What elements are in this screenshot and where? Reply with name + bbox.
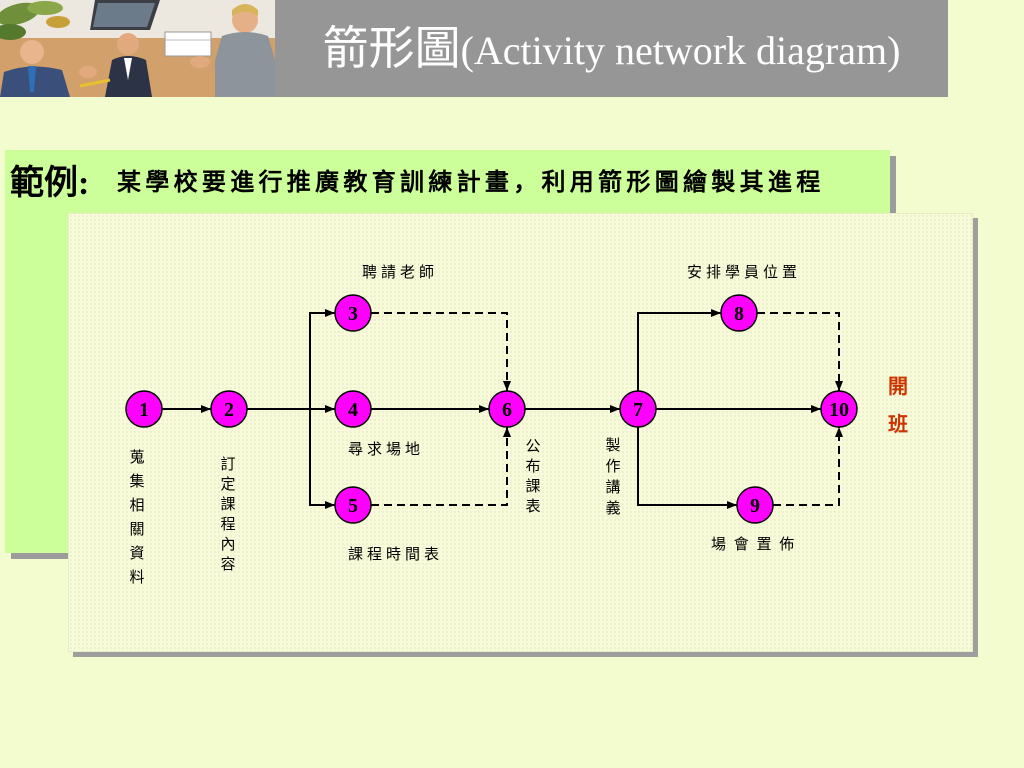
activity-label-find-venue: 尋求場地 [348,442,425,458]
activity-label-venue-setup: 場 會 置 佈 [711,537,797,553]
meeting-clipart [0,0,275,97]
envelope [164,31,212,57]
title-cjk: 箭形圖 [322,22,461,74]
activity-label-course-schedule: 課程時間表 [348,547,444,563]
slide-title: 箭形圖(Activity network diagram) [322,22,901,74]
activity-label-hire-teacher: 聘請老師 [362,265,439,281]
activity-label-collect-info: 蒐集相關資料 [129,450,145,586]
pencil [79,78,111,88]
person-center [105,33,152,97]
activity-label-arrange-seats: 安排學員位置 [687,265,802,281]
activity-label-publish-schedule: 公布課表 [525,439,541,515]
end-label: 開班 [888,376,908,436]
activity-label-make-handouts: 製作講義 [605,437,621,517]
title-en: (Activity network diagram) [460,27,901,73]
title-band: 箭形圖(Activity network diagram) [275,0,948,97]
plant [0,1,70,40]
hands [79,56,210,78]
laptop [90,0,160,30]
activity-label-set-course: 訂定課程內容 [220,457,236,573]
example-text: 某學校要進行推廣教育訓練計畫，利用箭形圖繪製其進程 [117,170,825,196]
person-right [215,4,275,97]
person-left [0,40,70,97]
diagram-panel [68,213,973,652]
business-meeting-icon [0,0,275,97]
example-label: 範例: [10,165,90,202]
